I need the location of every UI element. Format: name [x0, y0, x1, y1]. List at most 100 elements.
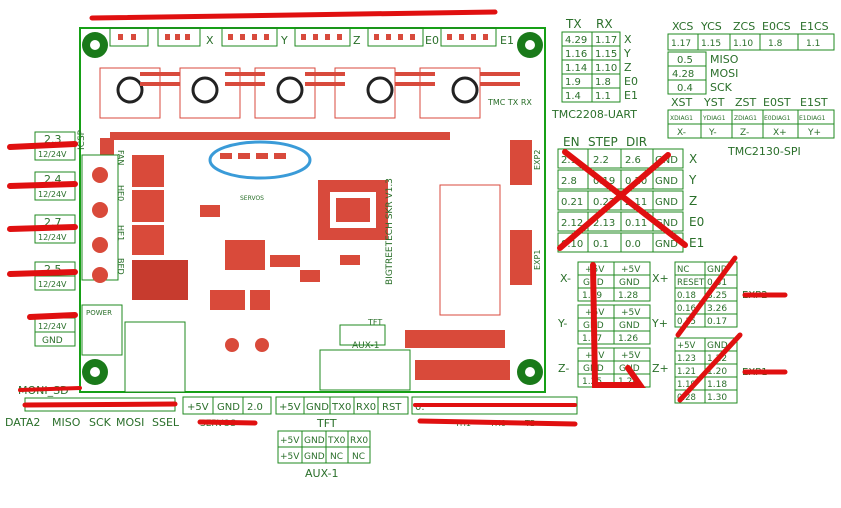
- spi-st-h5: E1ST: [800, 96, 828, 109]
- uart-tx-4: 1.4: [565, 91, 581, 102]
- stepper-en-3: 2.12: [561, 218, 583, 229]
- power-section: HE0 HE1 BED POWER: [81, 154, 188, 356]
- spi-st-h4: E0ST: [763, 96, 791, 109]
- spi-cs-h5: E1CS: [800, 20, 829, 33]
- spi-diag2: YDIAG1: [702, 115, 726, 122]
- stepper-axis-0: X: [689, 152, 697, 166]
- aux-r1-c3: TX0: [327, 436, 346, 446]
- svg-text:Z-: Z-: [558, 362, 569, 375]
- uart-axis-0: X: [624, 33, 632, 46]
- uart-axis-1: Y: [623, 47, 631, 60]
- spi-end1: X-: [677, 128, 686, 138]
- uart-tx-1: 1.16: [565, 49, 587, 60]
- exp1_table-l-1: 1.23: [677, 354, 696, 364]
- exp2_table-r-2: 3.25: [707, 291, 727, 301]
- spi-st-h1: XST: [671, 96, 693, 109]
- stepper-h-en: EN: [563, 135, 580, 149]
- stepper-en-4: 0.10: [561, 239, 583, 250]
- svg-text:X-: X-: [560, 272, 571, 285]
- aux-silk: AUX-1: [352, 341, 379, 351]
- uart-rx-0: 1.17: [595, 35, 617, 46]
- exp2-silk: EXP2: [533, 150, 542, 170]
- tft-label: TFT: [316, 417, 337, 430]
- spi-diag1: XDIAG1: [670, 115, 693, 122]
- spi-cs-v1: 1.17: [671, 39, 691, 49]
- tft-silk: TFT: [367, 318, 382, 327]
- voltage-2-4: 12/24V: [38, 190, 67, 199]
- exp1_table-l-4: 0.28: [677, 393, 696, 403]
- exp1_table-l-3: 1.19: [677, 380, 696, 390]
- tft-rst: RST: [382, 402, 402, 413]
- aux-r2-c2: GND: [304, 452, 325, 462]
- stepper-gnd-2: GND: [655, 197, 678, 208]
- spi-end5: Y+: [807, 128, 821, 138]
- stepper-step-3: 2.13: [593, 218, 615, 229]
- svg-text:1.26: 1.26: [618, 334, 638, 344]
- stepper-step-2: 0.22: [593, 197, 615, 208]
- aux-r2-c4: NC: [352, 452, 365, 462]
- board-name: BIGTREETECH SKR V1.3: [385, 178, 395, 285]
- svg-text:+5V: +5V: [621, 265, 641, 275]
- exp2_table-l-0: NC: [677, 265, 689, 275]
- he1-label: HE1: [116, 225, 125, 241]
- tft-tx0: TX0: [331, 402, 351, 413]
- spi-cs-h3: ZCS: [733, 20, 755, 33]
- svg-text:TMC TX RX: TMC TX RX: [487, 98, 532, 107]
- exp1_table-r-4: 1.30: [707, 393, 727, 403]
- uart-tx-0: 4.29: [565, 35, 587, 46]
- exp1_table-r-2: 1.20: [707, 367, 727, 377]
- uart-axis-2: Z: [624, 61, 632, 74]
- servo-5v: +5V: [187, 402, 209, 413]
- sd-sck: SCK: [89, 416, 112, 429]
- spi-diag4: E0DIAG1: [764, 115, 791, 122]
- spi-end3: Z-: [740, 128, 749, 138]
- bed-label: BED: [116, 258, 125, 275]
- spi-end4: X+: [773, 128, 787, 138]
- exp2_table-l-1: RESET: [677, 278, 705, 288]
- stepper-axis-1: Y: [688, 173, 697, 187]
- stepper-en-0: 2.1: [561, 155, 577, 166]
- driver-sockets: TMC TX RX: [99, 67, 532, 119]
- he0-label: HE0: [116, 185, 125, 201]
- spi-st-h2: YST: [703, 96, 725, 109]
- pcb-board: X Y Z E0 E1: [77, 27, 546, 393]
- spi-mosi-pin: 4.28: [672, 69, 694, 80]
- tft-rx0: RX0: [356, 402, 376, 413]
- spi-sck-name: SCK: [710, 81, 733, 94]
- conn-label-z: Z: [353, 34, 361, 47]
- sd-ssel: SSEL: [152, 416, 180, 429]
- servo-highlight-ellipse: [208, 140, 312, 180]
- exp1_table-l-0: +5V: [677, 341, 696, 351]
- uart-title: TMC2208-UART: [551, 108, 637, 121]
- spi-cs-v5: 1.1: [806, 39, 820, 49]
- svg-text:Y+: Y+: [651, 317, 668, 330]
- stepper-axis-3: E0: [689, 215, 704, 229]
- svg-text:GND: GND: [619, 321, 640, 331]
- endstop-z: Z- +5V +5V GND GND 1.25 1.24 Z+: [558, 347, 669, 388]
- uart-header-rx: RX: [596, 17, 613, 31]
- spi-sck-pin: 0.4: [677, 83, 693, 94]
- aux-r2-c1: +5V: [280, 452, 300, 462]
- servos-silk: SERVOS: [240, 195, 264, 202]
- exp2_table-l-2: 0.18: [677, 291, 696, 301]
- spi-cs-h4: E0CS: [762, 20, 791, 33]
- exp1_table-r-3: 1.18: [707, 380, 727, 390]
- uart-tx-2: 1.14: [565, 63, 587, 74]
- voltage-2-3: 12/24V: [38, 150, 67, 159]
- uart-tx-3: 1.9: [565, 77, 581, 88]
- stepper-gnd-4: GND: [655, 239, 678, 250]
- conn-label-e1: E1: [500, 34, 514, 47]
- endstop-x: X- +5V +5V GND GND 1.29 1.28 X+: [560, 261, 669, 302]
- stepper-h-dir: DIR: [626, 135, 647, 149]
- aux-r1-c4: RX0: [350, 436, 368, 446]
- stepper-dir-0: 2.6: [625, 155, 641, 166]
- tft-row: +5V GND TX0 RX0 RST TFT: [275, 396, 409, 430]
- svg-text:Z+: Z+: [652, 362, 669, 375]
- spi-cs-h2: YCS: [700, 20, 722, 33]
- stepper-axis-2: Z: [689, 194, 697, 208]
- stepper-gnd-1: GND: [655, 176, 678, 187]
- red-annotations: [7, 9, 788, 427]
- icsp-label: ICSP: [77, 129, 87, 150]
- voltage-2-5: 12/24V: [38, 280, 67, 289]
- aux-r1-c1: +5V: [280, 436, 300, 446]
